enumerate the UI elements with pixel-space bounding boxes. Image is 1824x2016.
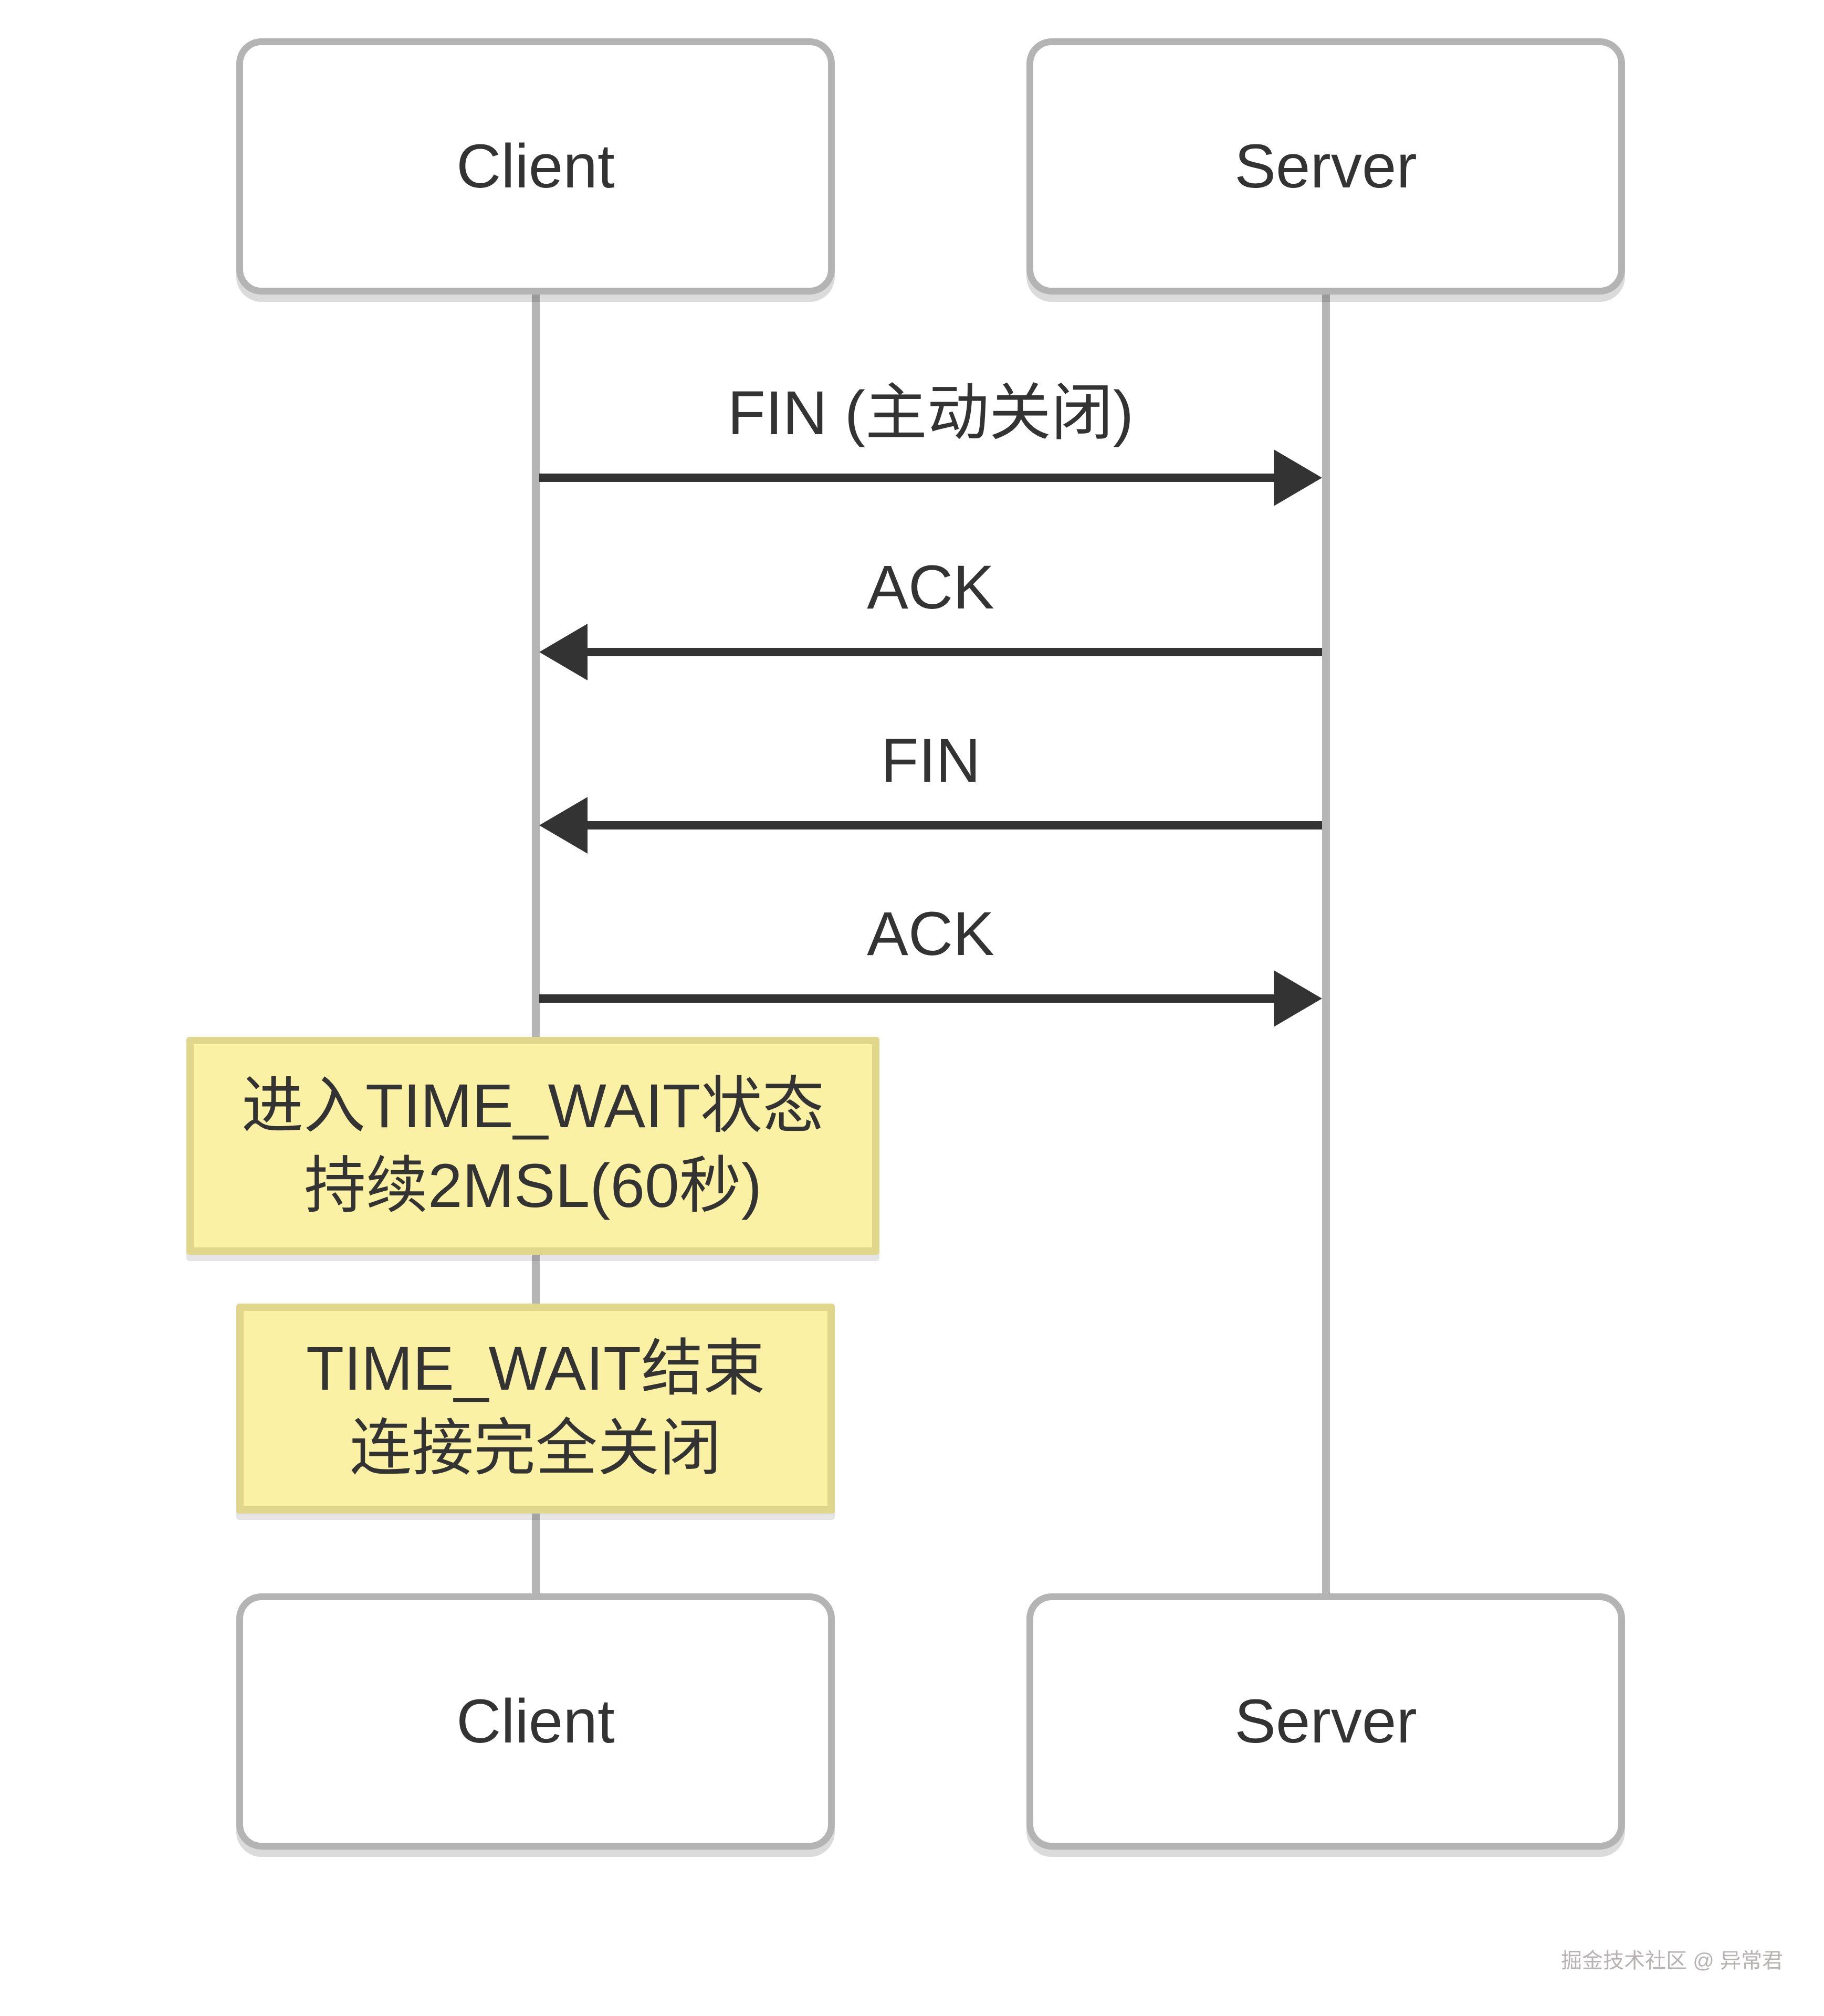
message-fin-active-close: FIN (主动关闭): [536, 345, 1326, 506]
message-fin-active-close-label: FIN (主动关闭): [727, 379, 1134, 448]
server-lifeline: [1322, 293, 1330, 1595]
note-time-wait-end-line2: 连接完全关闭: [349, 1414, 721, 1483]
actor-client-bottom-label: Client: [456, 1687, 615, 1756]
actor-server-top-label: Server: [1234, 132, 1417, 201]
message-fin-active-close-line: [539, 474, 1275, 482]
message-ack-1-line: [586, 648, 1322, 656]
message-ack-2: ACK: [536, 866, 1326, 1027]
message-fin-passive-label: FIN: [880, 726, 981, 795]
note-enter-time-wait-line2: 持续2MSL(60秒): [303, 1151, 762, 1221]
message-ack-1: ACK: [536, 520, 1326, 680]
actor-client-top: Client: [236, 38, 835, 295]
actor-server-bottom-label: Server: [1234, 1687, 1417, 1756]
note-enter-time-wait: 进入TIME_WAIT状态 持续2MSL(60秒): [186, 1037, 879, 1255]
note-enter-time-wait-line1: 进入TIME_WAIT状态: [241, 1071, 825, 1141]
note-time-wait-end: TIME_WAIT结束 连接完全关闭: [236, 1304, 835, 1514]
watermark: 掘金技术社区 @ 异常君: [1561, 1949, 1783, 1972]
arrowhead-left-icon: [539, 797, 588, 854]
actor-server-bottom: Server: [1026, 1593, 1625, 1850]
actor-client-top-label: Client: [456, 132, 615, 201]
message-ack-1-label: ACK: [867, 553, 994, 622]
message-fin-passive-line: [586, 821, 1322, 830]
client-lifeline: [532, 293, 540, 1595]
arrowhead-right-icon: [1274, 970, 1322, 1027]
message-ack-2-line: [539, 994, 1275, 1003]
actor-client-bottom: Client: [236, 1593, 835, 1850]
arrowhead-right-icon: [1274, 449, 1322, 506]
note-time-wait-end-line1: TIME_WAIT结束: [306, 1334, 766, 1403]
arrowhead-left-icon: [539, 624, 588, 680]
message-ack-2-label: ACK: [867, 899, 994, 969]
actor-server-top: Server: [1026, 38, 1625, 295]
message-fin-passive: FIN: [536, 693, 1326, 854]
